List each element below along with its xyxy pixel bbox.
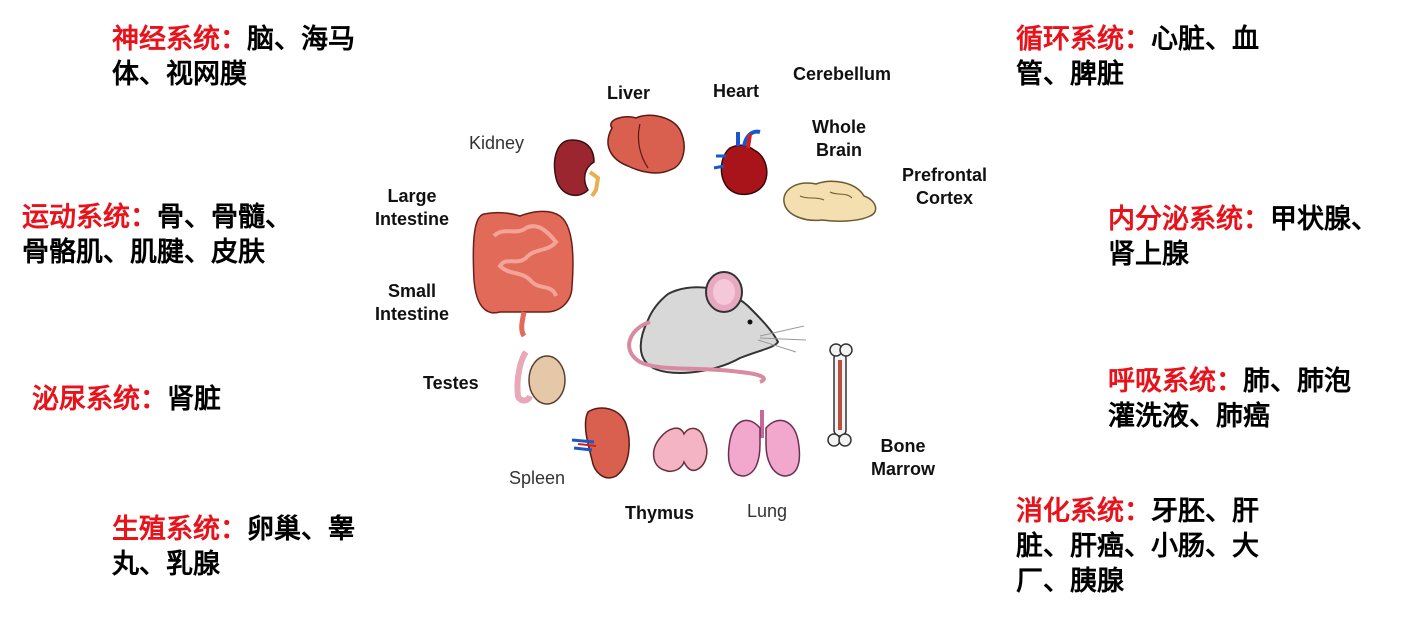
- organ-label-kidney: Kidney: [469, 133, 525, 153]
- kidney-icon: [553, 139, 601, 198]
- bone-icon: [827, 343, 853, 447]
- endocrine-system-text: 内分泌系统：甲状腺、 肾上腺: [1108, 202, 1378, 272]
- organ-label-pfc-line2: Cortex: [916, 188, 974, 208]
- urinary-system-line1: 肾脏: [167, 384, 221, 415]
- endocrine-system-line1: 甲状腺、: [1270, 204, 1378, 235]
- organ-label-heart: Heart: [713, 81, 760, 101]
- organ-label-whole-brain: Whole Brain: [812, 116, 866, 162]
- respiratory-system-line2: 灌洗液、肺癌: [1108, 401, 1270, 432]
- digestive-system-line3: 厂、胰腺: [1016, 566, 1124, 597]
- digestive-system-text: 消化系统：牙胚、肝 脏、肝癌、小肠、大 厂、胰腺: [1016, 494, 1259, 599]
- heart-icon: [713, 129, 768, 196]
- circulatory-system-line2: 管、脾脏: [1016, 59, 1124, 90]
- motor-system-text: 运动系统：骨、骨髓、 骨骼肌、肌腱、皮肤: [22, 200, 292, 270]
- mouse-icon: [627, 271, 807, 384]
- organ-label-large-intestine: Large Intestine: [375, 185, 449, 231]
- organ-label-large-line2: Intestine: [375, 209, 450, 229]
- organ-label-pfc-line1: Prefrontal: [902, 165, 988, 185]
- motor-system-title: 运动系统：: [22, 202, 157, 233]
- nervous-system-line2: 体、视网膜: [112, 59, 247, 90]
- reproductive-system-title: 生殖系统：: [112, 514, 247, 545]
- endocrine-system-title: 内分泌系统：: [1108, 204, 1270, 235]
- endocrine-system-line2: 肾上腺: [1108, 239, 1189, 270]
- motor-system-line2: 骨骼肌、肌腱、皮肤: [22, 237, 265, 268]
- organ-label-prefrontal-cortex: Prefrontal Cortex: [902, 164, 987, 210]
- organ-label-testes: Testes: [423, 373, 479, 393]
- urinary-system-text: 泌尿系统：肾脏: [32, 382, 221, 417]
- brain-icon: [783, 180, 877, 222]
- nervous-system-title: 神经系统：: [112, 24, 247, 55]
- organ-label-large-line1: Large: [387, 186, 437, 206]
- lung-icon: [727, 410, 801, 477]
- urinary-system-title: 泌尿系统：: [32, 384, 167, 415]
- circulatory-system-line1: 心脏、血: [1151, 24, 1259, 55]
- organ-label-bone-line1: Bone: [880, 436, 926, 456]
- organ-label-small-intestine: Small Intestine: [375, 280, 449, 326]
- motor-system-line1: 骨、骨髓、: [157, 202, 292, 233]
- nervous-system-line1: 脑、海马: [247, 24, 355, 55]
- nervous-system-text: 神经系统：脑、海马 体、视网膜: [112, 22, 355, 92]
- reproductive-system-text: 生殖系统：卵巢、睾 丸、乳腺: [112, 512, 355, 582]
- organ-label-spleen: Spleen: [509, 468, 566, 488]
- organ-label-bone-marrow: Bone Marrow: [871, 435, 935, 481]
- circulatory-system-title: 循环系统：: [1016, 24, 1151, 55]
- testes-icon: [514, 350, 566, 405]
- intestine-icon: [472, 210, 574, 338]
- circulatory-system-text: 循环系统：心脏、血 管、脾脏: [1016, 22, 1259, 92]
- digestive-system-line1: 牙胚、肝: [1151, 496, 1259, 527]
- organ-label-small-line1: Small: [387, 281, 437, 301]
- digestive-system-title: 消化系统：: [1016, 496, 1151, 527]
- digestive-system-line2: 脏、肝癌、小肠、大: [1016, 531, 1259, 562]
- reproductive-system-line1: 卵巢、睾: [247, 514, 355, 545]
- organ-label-whole-brain-line2: Brain: [815, 140, 862, 160]
- organ-label-bone-line2: Marrow: [871, 459, 936, 479]
- thymus-icon: [652, 427, 708, 473]
- respiratory-system-line1: 肺、肺泡: [1243, 366, 1351, 397]
- organ-label-whole-brain-line1: Whole: [812, 117, 866, 137]
- respiratory-system-text: 呼吸系统：肺、肺泡 灌洗液、肺癌: [1108, 364, 1351, 434]
- respiratory-system-title: 呼吸系统：: [1108, 366, 1243, 397]
- reproductive-system-line2: 丸、乳腺: [112, 549, 220, 580]
- organ-label-small-line2: Intestine: [375, 304, 450, 324]
- organ-label-lung: Lung: [747, 501, 788, 521]
- organ-label-liver: Liver: [607, 83, 651, 103]
- liver-icon: [607, 114, 685, 174]
- organ-label-cerebellum: Cerebellum: [793, 64, 892, 84]
- spleen-icon: [571, 407, 630, 479]
- organ-label-thymus: Thymus: [625, 503, 695, 523]
